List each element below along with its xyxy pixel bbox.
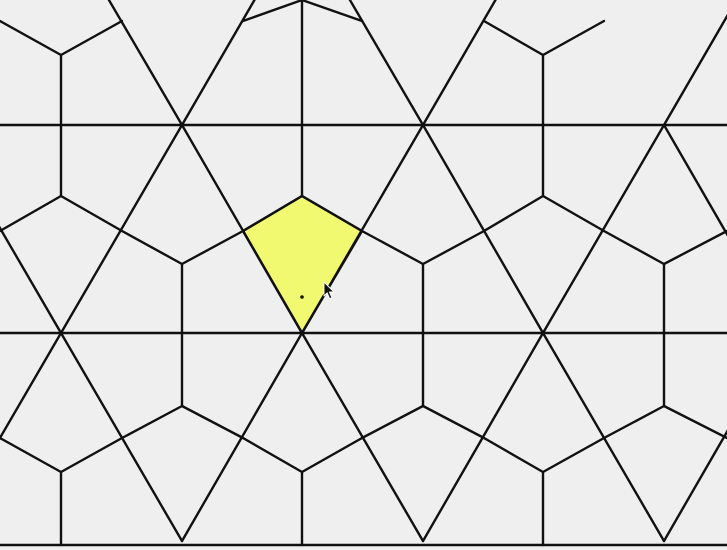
tile-edge <box>662 229 727 266</box>
tile-edge <box>241 194 304 233</box>
tile-edge <box>59 194 124 233</box>
tile-edge <box>300 194 364 233</box>
mouse-pointer-arrow-icon <box>323 281 335 300</box>
tile-edge <box>482 19 545 57</box>
tile-edge <box>59 19 124 57</box>
tile-edge <box>120 229 184 266</box>
tile-edge <box>0 225 63 335</box>
tile-edge <box>662 404 727 440</box>
tile-edge <box>662 123 727 237</box>
tile-edge <box>0 436 63 474</box>
tile-edge <box>482 194 545 233</box>
tile-edge <box>120 404 184 440</box>
tile-edge <box>541 123 666 335</box>
tile-edge <box>360 229 425 266</box>
tile-edge <box>421 229 486 266</box>
tile-edge <box>602 404 666 440</box>
tile-edge <box>59 123 184 335</box>
tile-edge <box>541 436 606 474</box>
tile-edge <box>541 19 606 57</box>
tile-edge <box>300 436 364 474</box>
tile-edge <box>180 123 304 335</box>
tile-edge <box>482 436 545 474</box>
tile-edge <box>360 404 425 440</box>
selected-tile-center-dot <box>300 295 304 299</box>
tile-edge <box>0 19 63 57</box>
tile-edge <box>421 404 486 440</box>
tile-edge <box>180 404 245 440</box>
tile-edge <box>59 436 124 474</box>
tile-edge <box>541 194 606 233</box>
tile-edge <box>241 436 304 474</box>
tile-edge <box>602 229 666 266</box>
tile-edge <box>662 13 727 127</box>
tile-edge <box>421 123 545 335</box>
tile-edge <box>300 0 364 23</box>
tile-edge <box>0 194 63 233</box>
tile-edge <box>180 229 245 266</box>
tile-edge <box>300 123 425 335</box>
tile-edge <box>241 0 304 23</box>
